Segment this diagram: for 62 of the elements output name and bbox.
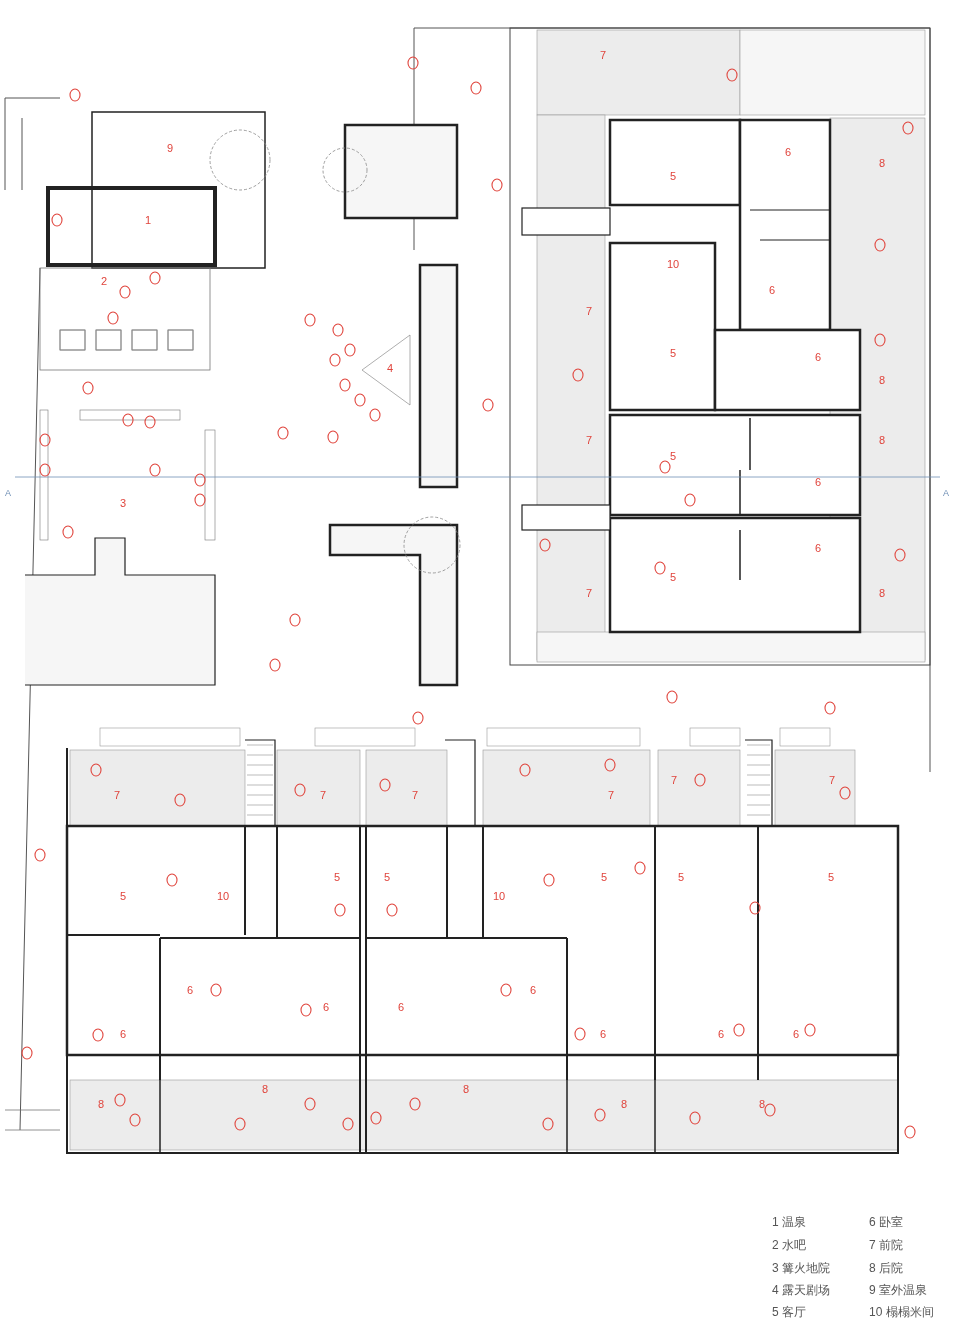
room-number: 8 <box>878 157 886 169</box>
room-number: 6 <box>186 984 194 996</box>
legend-item: 6 卧室 <box>869 1216 903 1228</box>
room-number: 10 <box>492 890 506 902</box>
room-number: 5 <box>669 571 677 583</box>
room-number: 6 <box>784 146 792 158</box>
room-number: 8 <box>878 374 886 386</box>
room-number: 7 <box>113 789 121 801</box>
room-number: 8 <box>878 434 886 446</box>
room-number: 5 <box>669 450 677 462</box>
room-number: 7 <box>607 789 615 801</box>
room-number: 5 <box>383 871 391 883</box>
room-number: 6 <box>717 1028 725 1040</box>
room-number: 8 <box>97 1098 105 1110</box>
legend-item: 1 温泉 <box>772 1216 806 1228</box>
room-number: 5 <box>677 871 685 883</box>
legend-item: 10 榻榻米间 <box>869 1306 934 1318</box>
room-number: 7 <box>319 789 327 801</box>
legend-item: 8 后院 <box>869 1262 903 1274</box>
room-number: 6 <box>814 351 822 363</box>
room-number: 6 <box>814 476 822 488</box>
room-number: 7 <box>585 587 593 599</box>
room-number: 6 <box>768 284 776 296</box>
room-number: 1 <box>144 214 152 226</box>
room-number: 7 <box>670 774 678 786</box>
room-number: 10 <box>666 258 680 270</box>
room-number: 5 <box>333 871 341 883</box>
room-number: 6 <box>119 1028 127 1040</box>
room-number: 6 <box>322 1001 330 1013</box>
room-number: 10 <box>216 890 230 902</box>
room-number: 7 <box>585 305 593 317</box>
room-number: 7 <box>585 434 593 446</box>
legend-item: 3 篝火地院 <box>772 1262 830 1274</box>
room-number: 5 <box>827 871 835 883</box>
room-number: 4 <box>386 362 394 374</box>
section-marker: A <box>5 488 11 498</box>
section-marker: A <box>943 488 949 498</box>
room-number: 6 <box>599 1028 607 1040</box>
room-number: 3 <box>119 497 127 509</box>
room-number: 6 <box>529 984 537 996</box>
room-number: 8 <box>261 1083 269 1095</box>
legend-item: 2 水吧 <box>772 1239 806 1251</box>
room-number: 8 <box>620 1098 628 1110</box>
room-number: 7 <box>411 789 419 801</box>
room-number: 8 <box>758 1098 766 1110</box>
room-number: 6 <box>397 1001 405 1013</box>
room-number: 5 <box>119 890 127 902</box>
room-number: 9 <box>166 142 174 154</box>
legend-item: 4 露天剧场 <box>772 1284 830 1296</box>
legend-item: 7 前院 <box>869 1239 903 1251</box>
room-number: 7 <box>828 774 836 786</box>
legend-item: 9 室外温泉 <box>869 1284 927 1296</box>
legend-item: 5 客厅 <box>772 1306 806 1318</box>
room-number: 8 <box>462 1083 470 1095</box>
room-number: 5 <box>600 871 608 883</box>
room-number: 5 <box>669 170 677 182</box>
room-number: 5 <box>669 347 677 359</box>
room-number: 2 <box>100 275 108 287</box>
room-number: 7 <box>599 49 607 61</box>
room-number: 6 <box>792 1028 800 1040</box>
room-number: 6 <box>814 542 822 554</box>
room-number: 8 <box>878 587 886 599</box>
